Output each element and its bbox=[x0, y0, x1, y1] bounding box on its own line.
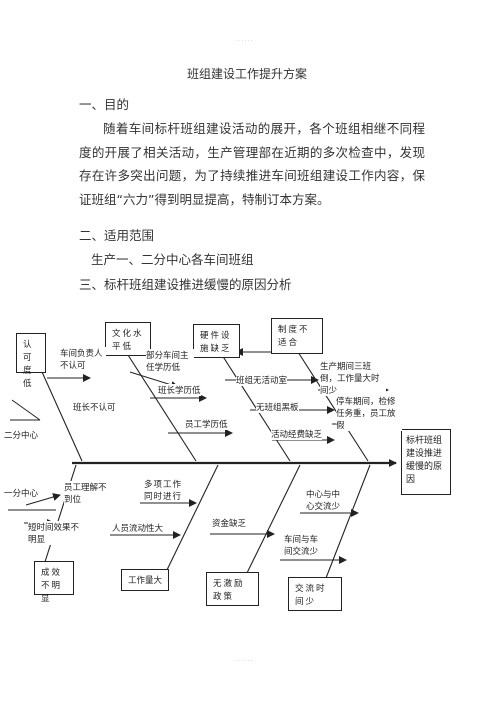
cause-label: 停车期间，检修任务重，员工放假 bbox=[336, 395, 402, 431]
scope-text: 生产一、二分中心各车间班组 bbox=[91, 252, 254, 267]
bone-incentive bbox=[245, 464, 301, 576]
cause-label: 资金缺乏 bbox=[212, 517, 247, 529]
cause-label: 部分车间主任学历低 bbox=[146, 349, 194, 373]
bone-communication bbox=[325, 464, 371, 579]
category-box-workload: 工作量大 bbox=[121, 569, 169, 591]
cause-label: 二分中心 bbox=[4, 429, 39, 441]
cause-label: 人员流动性大 bbox=[112, 522, 164, 534]
fishbone-head-box: 标杆班组建设推进缓慢的原因 bbox=[401, 429, 451, 495]
cause-label: 中心与中心交流少 bbox=[306, 488, 348, 512]
bone-results bbox=[43, 464, 77, 566]
cause-label: 车间负责人不认可 bbox=[60, 347, 106, 371]
section-heading-cause-analysis: 三、标杆班组建设推进缓慢的原因分析 bbox=[79, 277, 292, 292]
purpose-paragraph: 随着车间标杆班组建设活动的展开，各个班组相继不同程度的开展了相关活动，生产管理部… bbox=[79, 121, 425, 207]
cause-label: 车间与车间交流少 bbox=[284, 533, 324, 557]
category-box-recognition: 认可度低 bbox=[16, 333, 46, 388]
bone-education bbox=[127, 354, 197, 462]
category-box-facilities: 硬件设施缺乏 bbox=[193, 324, 240, 358]
bone-workload bbox=[164, 464, 219, 575]
cause-label: 一分中心 bbox=[4, 487, 39, 499]
category-box-education: 文化水平低 bbox=[105, 322, 151, 356]
category-box-incentive: 无激励政策 bbox=[206, 572, 259, 606]
section-heading-scope: 二、适用范围 bbox=[79, 228, 155, 243]
cause-label: 员工学历低 bbox=[185, 418, 228, 430]
cause-label: 无班组黑板 bbox=[256, 401, 299, 413]
category-box-policy: 制度不适合 bbox=[271, 318, 323, 354]
document-title: 班组建设工作提升方案 bbox=[187, 67, 308, 81]
cause-label: 短时间效果不明显 bbox=[28, 521, 82, 545]
header-dots: ...... bbox=[236, 36, 254, 43]
cause-label: 班长不认可 bbox=[73, 401, 116, 413]
section-heading-purpose: 一、目的 bbox=[79, 97, 130, 112]
cause-label: 多项工作同时进行 bbox=[144, 478, 186, 502]
category-box-results: 成效不明显 bbox=[34, 561, 74, 603]
bone-recognition bbox=[37, 362, 83, 462]
cause-label: 班组无活动室 bbox=[236, 374, 288, 386]
cause-label: 活动经费缺乏 bbox=[271, 428, 323, 440]
cause-label: 员工理解不到位 bbox=[64, 481, 108, 505]
footer-dots: ...... bbox=[236, 656, 254, 663]
cause-label: 生产期间三班倒，工作量大时间少 bbox=[320, 360, 386, 396]
cause-label: 班长学历低 bbox=[158, 384, 201, 396]
category-box-communication: 交流时间少 bbox=[288, 577, 342, 611]
